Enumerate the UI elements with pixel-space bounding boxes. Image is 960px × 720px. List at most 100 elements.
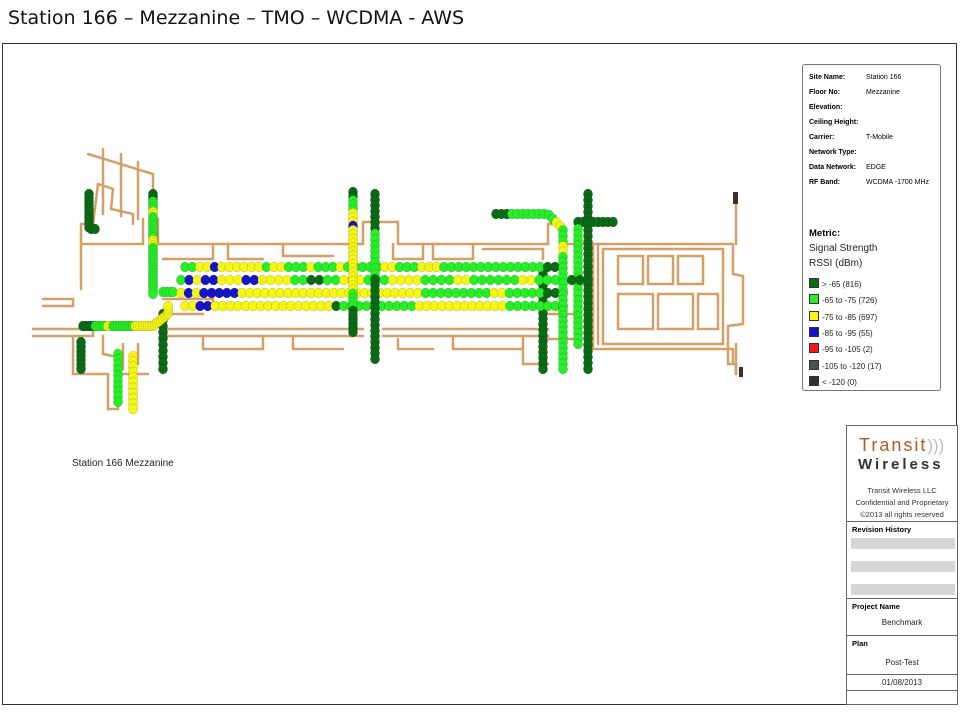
divider — [847, 598, 957, 599]
signal-sample-point — [493, 274, 504, 286]
legend-label: -105 to -120 (17) — [822, 361, 882, 371]
signal-sample-point — [573, 338, 583, 350]
site-info-row: Floor No: Mezzanine — [809, 89, 900, 96]
revision-history-label: Revision History — [852, 525, 912, 534]
site-info-row: Network Type: — [809, 149, 866, 156]
signal-sample-point — [558, 363, 568, 375]
legend-label: > -65 (816) — [822, 280, 862, 289]
signal-sample-point — [76, 363, 86, 375]
logo: Transit))) — [859, 435, 944, 456]
signal-sample-point — [322, 274, 333, 286]
site-info-value: Mezzanine — [866, 89, 900, 96]
signal-sample-point — [387, 274, 398, 286]
signal-sample-point — [348, 326, 358, 338]
signal-sample-point — [113, 396, 123, 408]
site-info-key: Elevation: — [809, 104, 843, 111]
signal-sample-point — [330, 274, 341, 286]
signal-sample-point — [477, 274, 488, 286]
signal-sample-point — [168, 286, 178, 298]
plan-caption: Station 166 Mezzanine — [72, 458, 174, 469]
signal-sample-point — [412, 274, 422, 286]
plan-value: Post-Test — [885, 658, 919, 667]
signal-sample-point — [224, 274, 235, 286]
site-info-key: Carrier: — [809, 134, 835, 141]
copyright-note: ©2013 all rights reserved — [860, 510, 944, 519]
plan-date: 01/08/2013 — [881, 678, 923, 687]
signal-sample-point — [265, 274, 276, 286]
signal-sample-point — [379, 274, 390, 286]
site-info-value: T-Mobile — [866, 134, 893, 141]
signal-sample-point — [257, 274, 268, 286]
revision-row — [851, 584, 955, 595]
signal-sample-point — [148, 288, 158, 300]
metric-name: Signal Strength — [809, 243, 878, 254]
signal-sample-point — [566, 274, 577, 286]
legend-swatch — [809, 294, 819, 305]
signal-sample-point — [233, 274, 243, 286]
signal-sample-point — [444, 274, 455, 286]
signal-sample-point — [575, 274, 585, 286]
metric-unit: RSSI (dBm) — [809, 258, 863, 269]
signal-sample-point — [338, 274, 349, 286]
signal-sample-point — [200, 274, 211, 286]
site-info-value: WCDMA -1700 MHz — [866, 179, 930, 186]
signal-sample-point — [469, 274, 479, 286]
signal-sample-point — [192, 274, 203, 286]
legend-item: -85 to -95 (55) — [809, 326, 873, 338]
legend-item: > -65 (816) — [809, 278, 861, 289]
signal-sample-point — [526, 274, 536, 286]
site-info-row: Carrier: T-Mobile — [809, 134, 893, 141]
site-info-row: Data Network:EDGE — [809, 164, 886, 171]
legend-label: -85 to -95 (55) — [822, 328, 873, 338]
signal-sample-point — [485, 274, 496, 286]
map-marker-top-right — [733, 192, 738, 204]
legend-label: < -120 (0) — [822, 377, 857, 387]
divider — [847, 635, 957, 636]
company-name: Transit Wireless LLC — [867, 486, 937, 495]
site-info-key: Data Network: — [809, 164, 857, 171]
legend-item: -105 to -120 (17) — [809, 359, 882, 371]
signal-sample-point — [404, 274, 414, 286]
signal-sample-point — [176, 274, 186, 286]
legend-label: -75 to -85 (697) — [822, 312, 878, 322]
logo-word-wireless: Wireless — [858, 456, 944, 473]
signal-sample-point — [501, 274, 512, 286]
legend-item: -95 to -105 (2) — [809, 343, 873, 354]
signal-sample-point — [436, 274, 447, 286]
signal-sample-point — [306, 274, 317, 286]
signal-sample-point — [428, 274, 439, 286]
site-info-key: Site Name: — [809, 74, 846, 81]
site-info-row: Ceiling Height: — [809, 119, 866, 126]
signal-sample-point — [216, 274, 227, 286]
project-name-label: Project Name — [852, 602, 900, 611]
signal-sample-point — [395, 274, 406, 286]
signal-sample-point — [273, 274, 284, 286]
signal-sample-point — [370, 353, 380, 365]
signal-sample-point — [420, 274, 431, 286]
signal-sample-point — [281, 274, 292, 286]
signal-sample-point — [184, 274, 194, 286]
site-info-row: Elevation: — [809, 104, 866, 111]
signal-sample-point — [608, 216, 618, 228]
divider — [847, 521, 957, 522]
legend-swatch — [809, 310, 819, 321]
site-info-key: Floor No: — [809, 89, 841, 96]
legend-label: -95 to -105 (2) — [822, 345, 873, 355]
map-marker-bottom-right — [739, 367, 743, 377]
legend-item: -65 to -75 (726) — [809, 294, 877, 305]
signal-sample-point — [90, 223, 100, 235]
site-info-key: RF Band: — [809, 179, 841, 186]
floor-plan-walls — [31, 147, 745, 411]
confidential-note: Confidential and Proprietary — [855, 498, 949, 507]
signal-sample-point — [452, 274, 463, 286]
signal-sample-point — [298, 274, 308, 286]
signal-sample-point — [538, 363, 548, 375]
signal-sample-point — [583, 274, 593, 286]
signal-sample-point — [290, 274, 300, 286]
slide-title: Station 166 – Mezzanine – TMO – WCDMA - … — [8, 7, 465, 29]
site-info-row: RF Band: WCDMA -1700 MHz — [809, 179, 929, 186]
legend-swatch — [809, 375, 819, 386]
plan-label: Plan — [852, 639, 868, 648]
legend-swatch — [809, 343, 819, 354]
